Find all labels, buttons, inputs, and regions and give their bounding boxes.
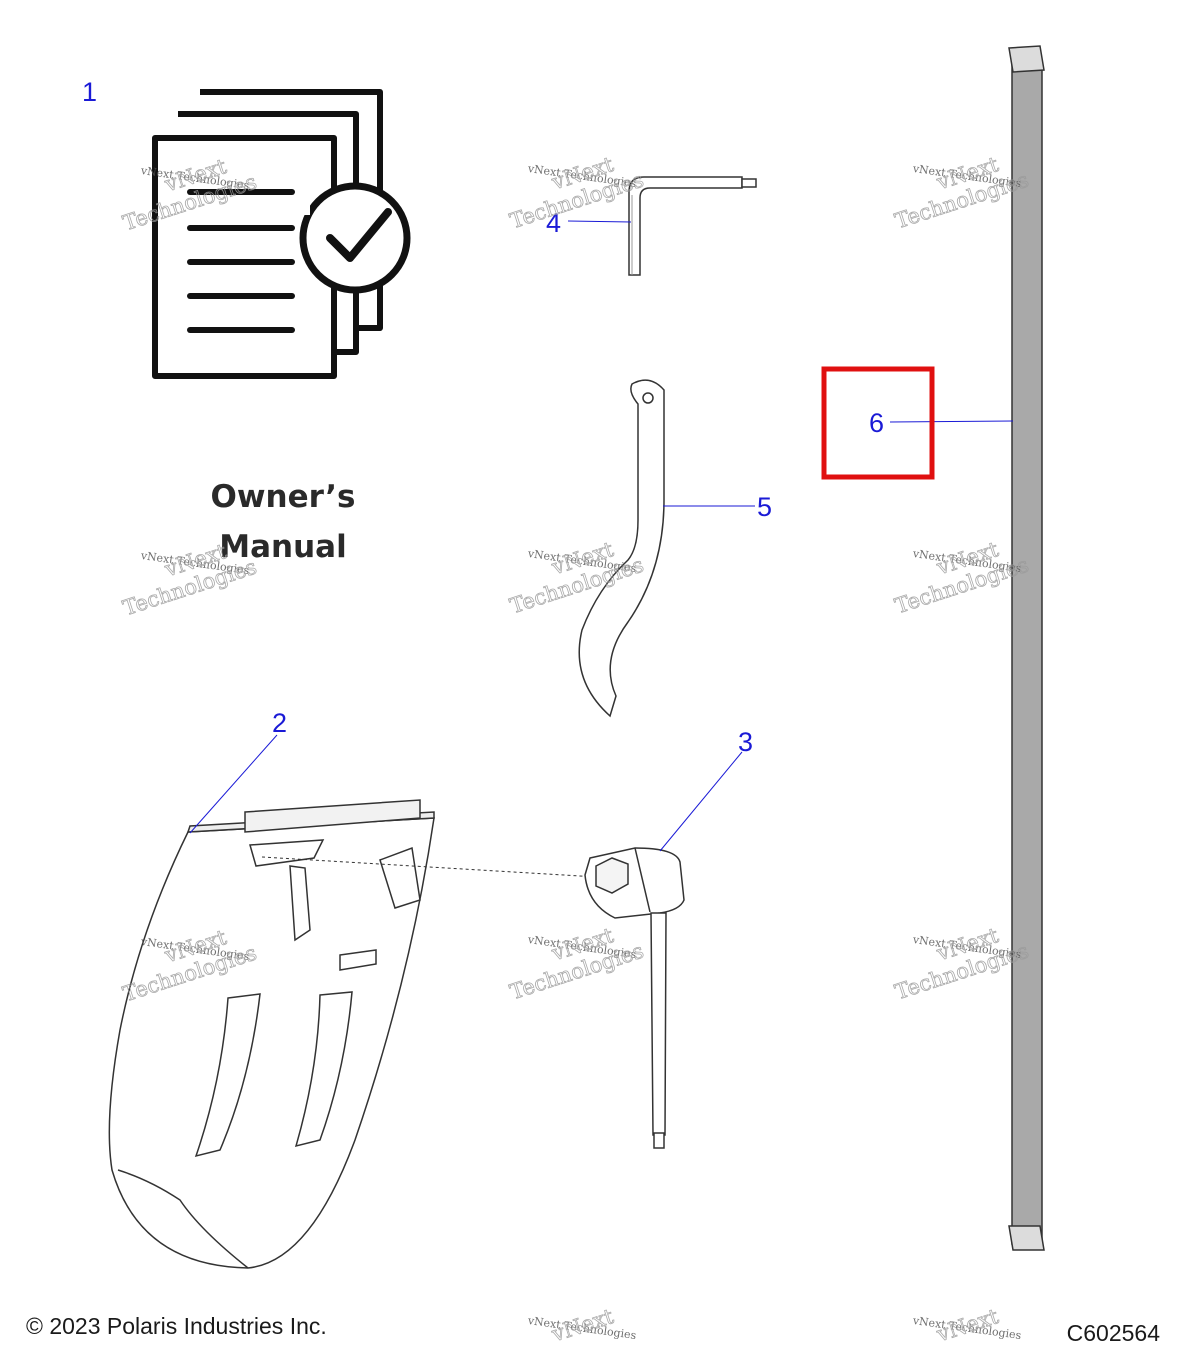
leader-line-3	[659, 751, 743, 852]
callout-1: 1	[82, 77, 97, 107]
watermark: vNext Technologies vNext Technologies	[507, 923, 647, 1005]
callout-2: 2	[272, 708, 287, 738]
watermark: vNext Technologies vNext Technologies	[892, 537, 1032, 619]
watermark: vNext Technologies vNext	[526, 1304, 637, 1348]
copyright-text: © 2023 Polaris Industries Inc.	[26, 1313, 327, 1339]
manual-title-line2: Manual	[219, 529, 346, 565]
callout-3: 3	[738, 727, 753, 757]
socket-wrench	[584, 847, 685, 1149]
watermark: vNext Technologies vNext	[911, 1304, 1022, 1348]
svg-text:vNext: vNext	[548, 1304, 617, 1347]
callout-6-highlight-box	[821, 366, 935, 480]
spanner-wrench	[578, 379, 665, 718]
leader-line-2	[189, 734, 278, 834]
assembly-dashed-line	[261, 856, 598, 878]
callout-5: 5	[757, 492, 772, 522]
svg-text:vNext: vNext	[933, 1304, 1002, 1347]
check-circle-icon	[299, 182, 411, 294]
strap	[1008, 45, 1045, 1251]
callout-6: 6	[869, 408, 884, 438]
diagram-code: C602564	[1066, 1320, 1160, 1346]
tool-holder	[108, 799, 435, 1269]
watermark: vNext Technologies vNext Technologies	[892, 152, 1032, 234]
manual-title-line1: Owner’s	[211, 479, 356, 515]
callout-4: 4	[546, 208, 561, 238]
watermark: vNext Technologies vNext Technologies	[892, 923, 1032, 1005]
l-wrench	[628, 176, 757, 276]
leader-line-6	[889, 420, 1014, 423]
leader-line-4	[567, 220, 632, 223]
